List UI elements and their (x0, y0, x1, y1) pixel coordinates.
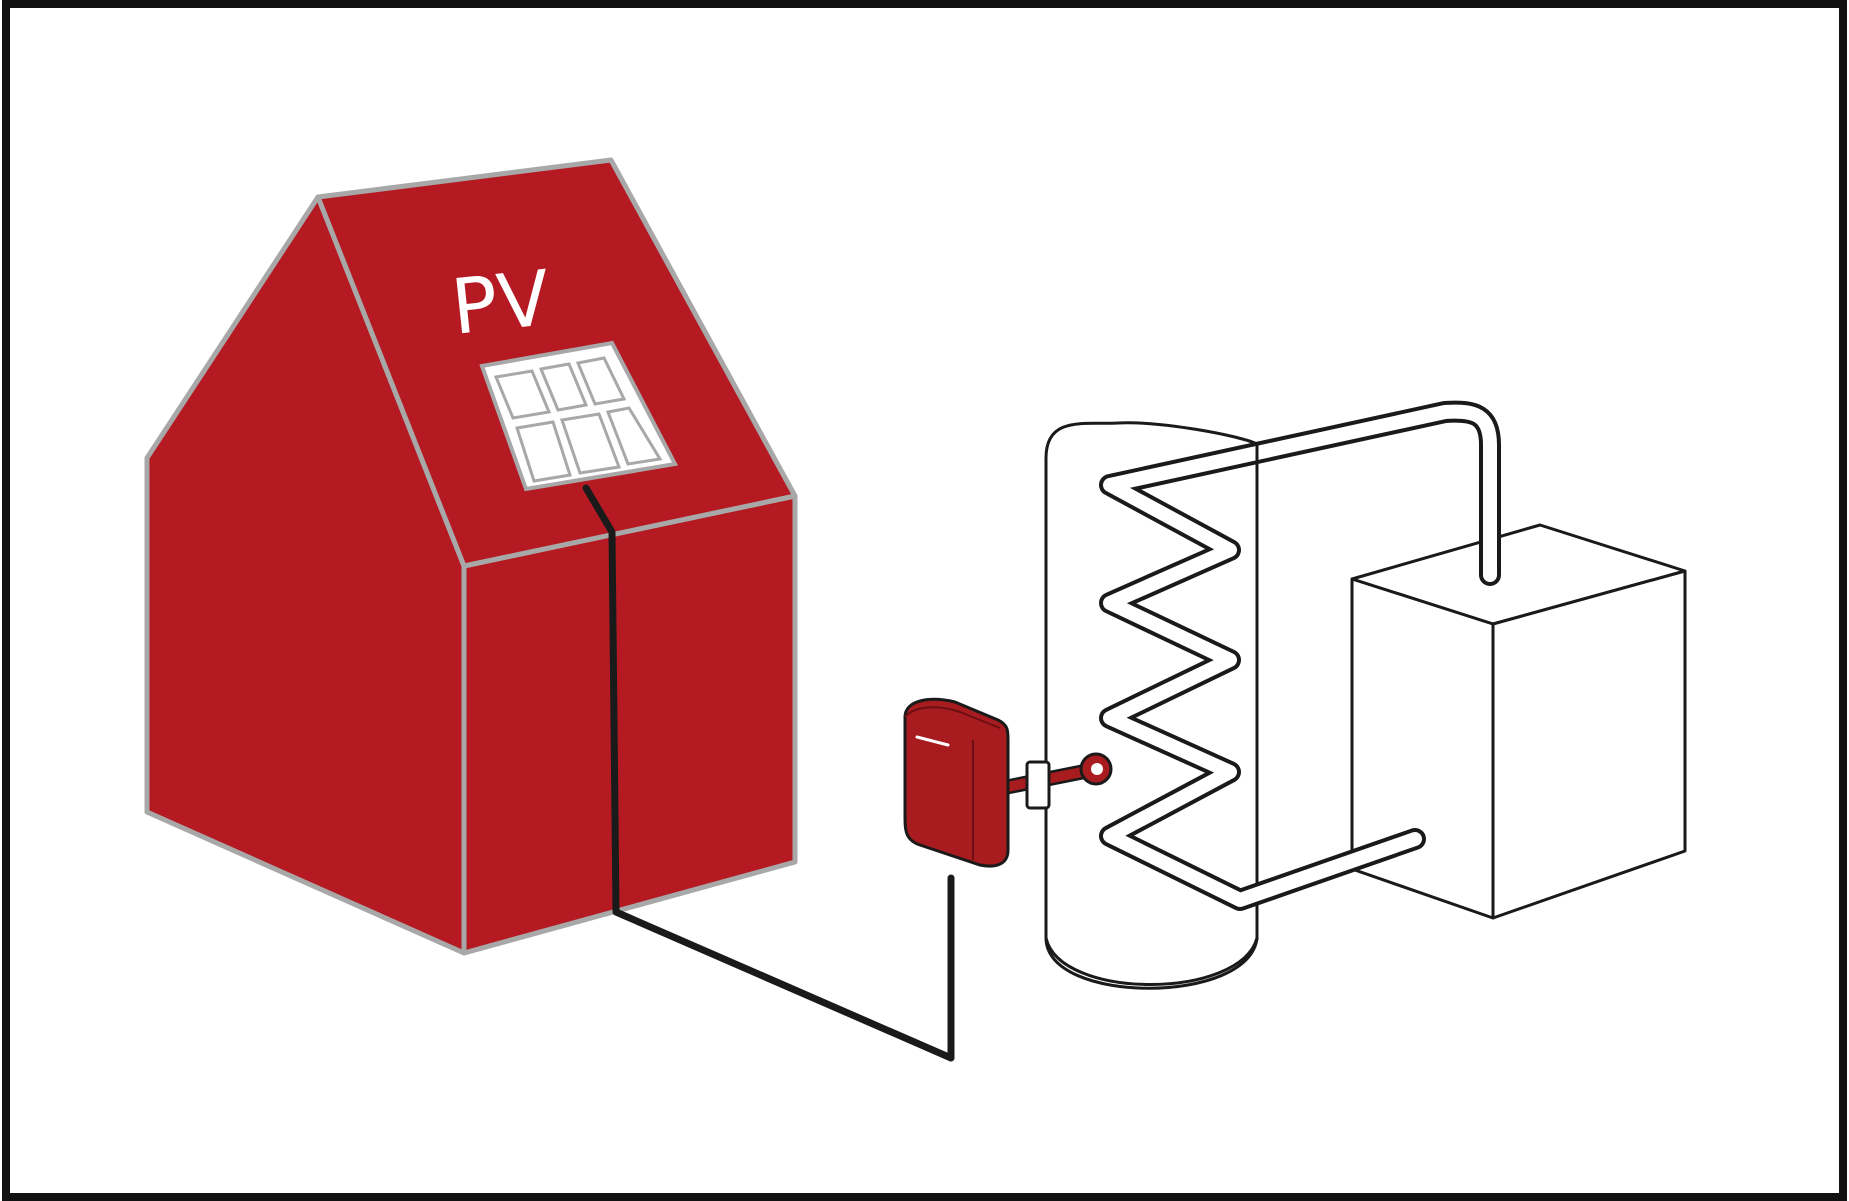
rod-flange (1025, 760, 1051, 810)
house: PV (144, 157, 798, 956)
controller-logo-mark (915, 735, 950, 747)
controller-box-icon (903, 697, 1010, 868)
boiler-side (1491, 569, 1687, 920)
controller-top-face (904, 706, 1001, 729)
solar-cell (605, 406, 663, 466)
heating-coil-icon (1099, 400, 1501, 911)
solar-panel-icon (479, 340, 679, 492)
solar-cell (560, 412, 622, 475)
solar-cell (538, 362, 589, 412)
tank-bottom (1044, 937, 1259, 986)
heating-rod-icon (994, 752, 1113, 810)
rod-loop-hole (1091, 763, 1103, 775)
pv-label: PV (447, 253, 554, 352)
boiler-box-icon (1350, 523, 1687, 920)
solar-cell (493, 369, 552, 420)
power-cable (582, 484, 955, 1062)
solar-cell (575, 356, 627, 406)
coil-pipe-core (1103, 404, 1497, 907)
solar-cell (515, 420, 572, 483)
boiler-front (1350, 577, 1495, 920)
